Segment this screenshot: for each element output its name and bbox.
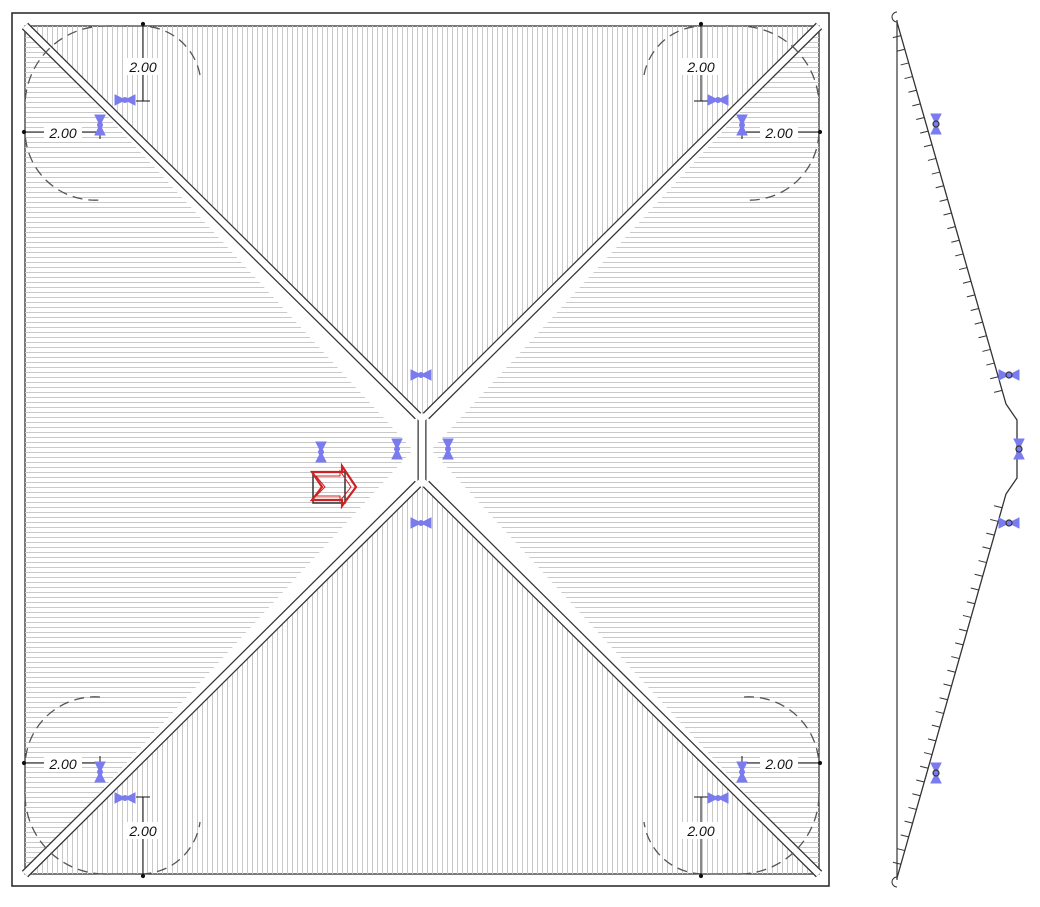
anchor-marker-icon[interactable] — [114, 94, 136, 106]
anchor-marker-icon[interactable] — [736, 761, 748, 783]
anchor-marker-icon[interactable] — [391, 438, 403, 460]
anchor-markers — [94, 94, 748, 804]
roof-side-view — [891, 11, 1025, 888]
anchor-marker-icon[interactable] — [1013, 438, 1025, 460]
side-view-step-ticks — [892, 35, 1003, 865]
dimension-label-bottom-right-vertical: 2.00 — [686, 823, 714, 839]
anchor-marker-icon[interactable] — [998, 517, 1020, 529]
roof-plan-view: 2.00 2.00 2.00 2.00 2.00 2.00 2.00 2.00 — [11, 12, 830, 887]
anchor-marker-icon[interactable] — [930, 762, 942, 784]
dimension-label-bottom-right-horizontal: 2.00 — [764, 756, 792, 772]
anchor-marker-icon[interactable] — [315, 441, 327, 463]
anchor-marker-icon[interactable] — [998, 369, 1020, 381]
anchor-marker-icon[interactable] — [94, 761, 106, 783]
anchor-marker-icon[interactable] — [930, 113, 942, 135]
anchor-marker-icon[interactable] — [736, 114, 748, 136]
roof-face-south — [25, 482, 819, 874]
dimension-label-top-left-vertical: 2.00 — [128, 59, 156, 75]
dimension-label-top-right-horizontal: 2.00 — [764, 125, 792, 141]
roof-face-west — [25, 26, 413, 874]
anchor-marker-icon[interactable] — [410, 369, 432, 381]
dimension-label-bottom-left-vertical: 2.00 — [128, 823, 156, 839]
wind-direction-arrow-icon[interactable] — [309, 462, 358, 510]
dimension-label-top-left-horizontal: 2.00 — [48, 125, 76, 141]
corner-zone-bottom-right — [643, 696, 820, 875]
anchor-marker-icon[interactable] — [442, 438, 454, 460]
anchor-marker-icon[interactable] — [707, 94, 729, 106]
dimension-label-bottom-left-horizontal: 2.00 — [48, 756, 76, 772]
corner-zone-bottom-left — [24, 696, 201, 875]
anchor-marker-icon[interactable] — [707, 792, 729, 804]
corner-zones — [24, 25, 820, 875]
anchor-marker-icon[interactable] — [114, 792, 136, 804]
corner-zone-top-left — [24, 25, 201, 201]
anchor-marker-icon[interactable] — [410, 517, 432, 529]
side-view-end-cap-bottom — [891, 876, 898, 888]
dimension-label-top-right-vertical: 2.00 — [686, 59, 714, 75]
roof-face-north — [25, 26, 819, 418]
roof-face-east — [431, 26, 819, 874]
side-view-end-cap-top — [891, 11, 898, 23]
side-view-roof-profile — [896, 21, 1018, 879]
corner-zone-top-right — [643, 25, 820, 201]
anchor-marker-icon[interactable] — [94, 114, 106, 136]
side-anchor-markers — [930, 113, 1025, 784]
hip-lines — [21, 22, 823, 878]
dimension-labels: 2.00 2.00 2.00 2.00 2.00 2.00 2.00 2.00 — [44, 58, 798, 839]
